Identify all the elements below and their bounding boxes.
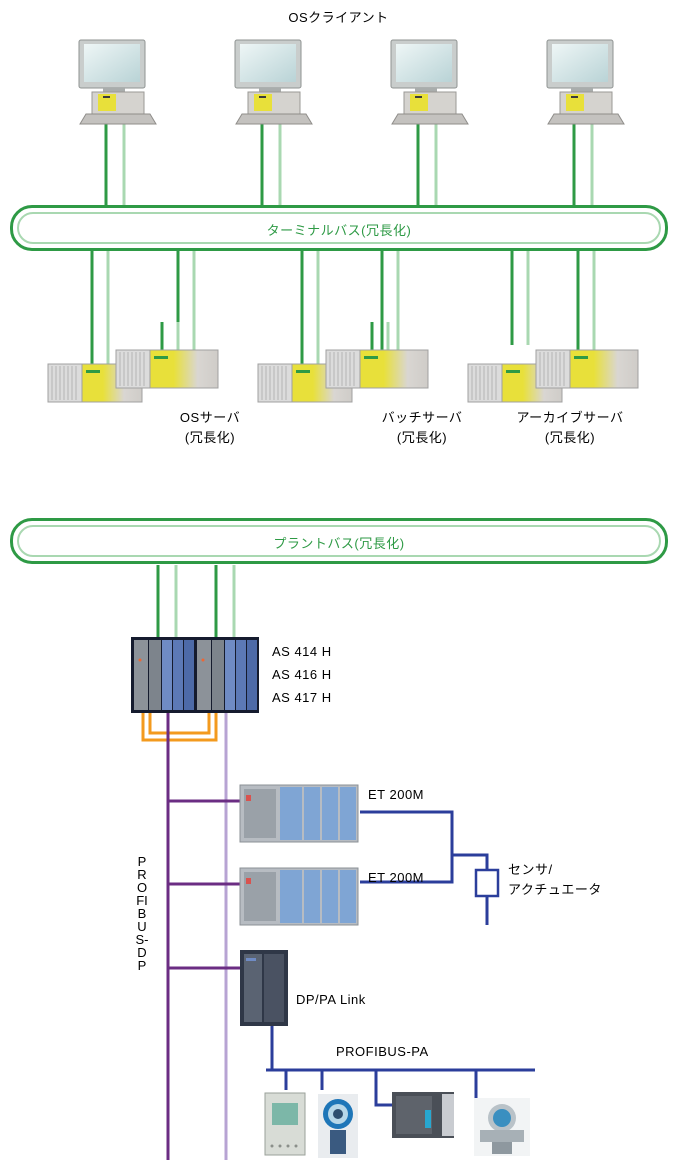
- terminal-bus-label: ターミナルバス(冗長化): [13, 220, 665, 239]
- client-uplinks: [106, 122, 592, 208]
- batch-server-label-line1: バッチサーバ: [362, 410, 482, 426]
- client-computer-1: [79, 40, 156, 124]
- batch-server-pair: [258, 350, 428, 402]
- et200m-wiring: [360, 812, 498, 925]
- os-clients-label: OSクライアント: [0, 10, 677, 26]
- os-server-label-line1: OSサーバ: [160, 410, 260, 426]
- client-computer-2: [235, 40, 312, 124]
- et200m-rack-2: [240, 868, 358, 925]
- pa-field-devices: [265, 1092, 530, 1158]
- et200m-label-1: ET 200M: [368, 787, 424, 803]
- sensor-actuator-label: センサ/ アクチュエータ: [508, 862, 602, 898]
- as-controller-rack: [131, 637, 259, 713]
- pa-device-flowmeter: [318, 1094, 358, 1158]
- pa-device-positioner: [392, 1092, 454, 1138]
- terminal-bus-drops: [92, 248, 594, 352]
- as-uplinks: [158, 565, 234, 640]
- archive-server-label: アーカイブサーバ (冗長化): [500, 410, 640, 446]
- pa-device-transmitter: [265, 1093, 305, 1155]
- server-pairs: [48, 350, 638, 402]
- profibus-dp-trunk: [168, 712, 242, 1160]
- batch-server-label: バッチサーバ (冗長化): [362, 410, 482, 446]
- dp-pa-link-label: DP/PA Link: [296, 992, 366, 1008]
- as-model-1: AS 414 H: [272, 640, 332, 663]
- as-controller-label: AS 414 H AS 416 H AS 417 H: [272, 640, 332, 709]
- dp-pa-link-device: [240, 950, 288, 1026]
- plant-bus-label: プラントバス(冗長化): [13, 533, 665, 552]
- sensor-label-line1: センサ/: [508, 862, 602, 878]
- et200m-rack-1: [240, 785, 358, 842]
- as-model-3: AS 417 H: [272, 686, 332, 709]
- sensor-label-line2: アクチュエータ: [508, 882, 602, 898]
- os-client-computers: [79, 40, 624, 124]
- plant-bus-frame: プラントバス(冗長化): [10, 518, 668, 564]
- et200m-label-2: ET 200M: [368, 870, 424, 886]
- archive-server-label-line1: アーカイブサーバ: [500, 410, 640, 426]
- as-model-2: AS 416 H: [272, 663, 332, 686]
- batch-server-label-line2: (冗長化): [362, 430, 482, 446]
- archive-server-label-line2: (冗長化): [500, 430, 640, 446]
- os-server-label-line2: (冗長化): [160, 430, 260, 446]
- os-server-label: OSサーバ (冗長化): [160, 410, 260, 446]
- sync-cable: [143, 712, 216, 740]
- client-computer-4: [547, 40, 624, 124]
- client-computer-3: [391, 40, 468, 124]
- profibus-pa-label: PROFIBUS-PA: [336, 1044, 429, 1060]
- archive-server-pair: [468, 350, 638, 402]
- os-server-pair: [48, 350, 218, 402]
- profibus-dp-label: PROFIBUS-DP: [134, 855, 150, 972]
- pa-device-pressure: [474, 1098, 530, 1156]
- terminal-bus: ターミナルバス(冗長化): [10, 205, 668, 251]
